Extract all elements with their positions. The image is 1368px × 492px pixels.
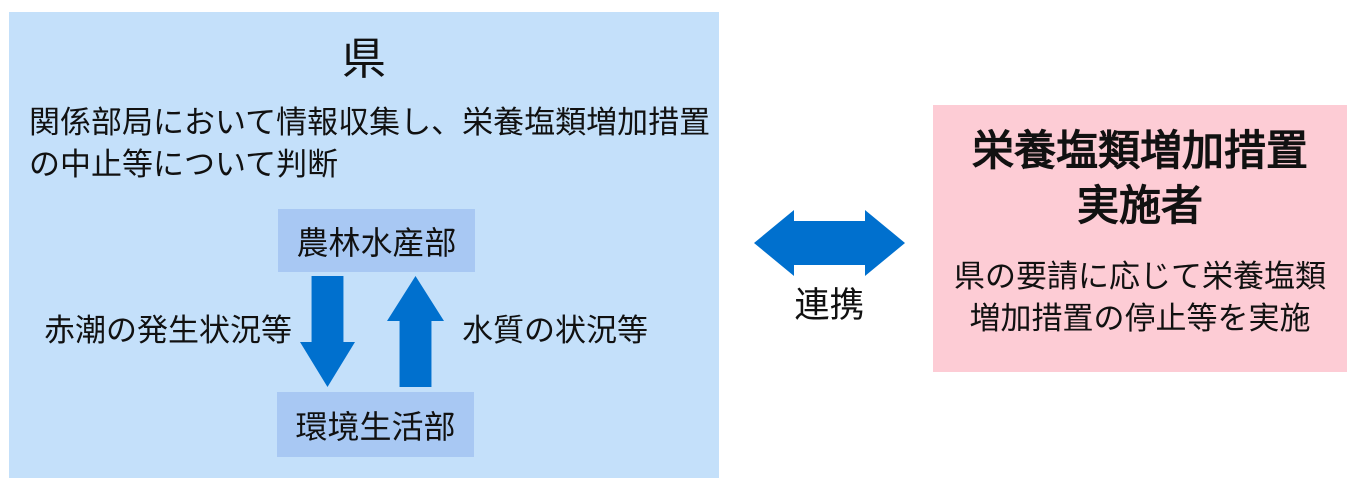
down-arrow-icon	[300, 276, 355, 387]
double-headed-arrow-icon	[754, 210, 905, 276]
implementer-title: 栄養塩類増加措置 実施者	[971, 127, 1308, 229]
prefecture-title: 県	[342, 35, 386, 84]
implementer-description: 県の要請に応じて栄養塩類 増加措置の停止等を実施	[954, 259, 1326, 336]
up-arrow-icon	[387, 276, 444, 387]
link-label: 連携	[794, 286, 865, 325]
department-box-agriculture-forestry-fisheries: 農林水産部	[278, 209, 475, 272]
department-box-environment-life: 環境生活部	[277, 392, 474, 457]
implementer-panel: 栄養塩類増加措置 実施者 県の要請に応じて栄養塩類 増加措置の停止等を実施	[933, 105, 1347, 372]
prefecture-description: 関係部局において情報収集し、栄養塩類増加措置 の中止等について判断	[29, 105, 711, 182]
down-flow-label: 赤潮の発生状況等	[44, 313, 292, 348]
prefecture-panel: 県 関係部局において情報収集し、栄養塩類増加措置 の中止等について判断 農林水産…	[9, 12, 719, 478]
up-flow-label: 水質の状況等	[462, 313, 648, 348]
